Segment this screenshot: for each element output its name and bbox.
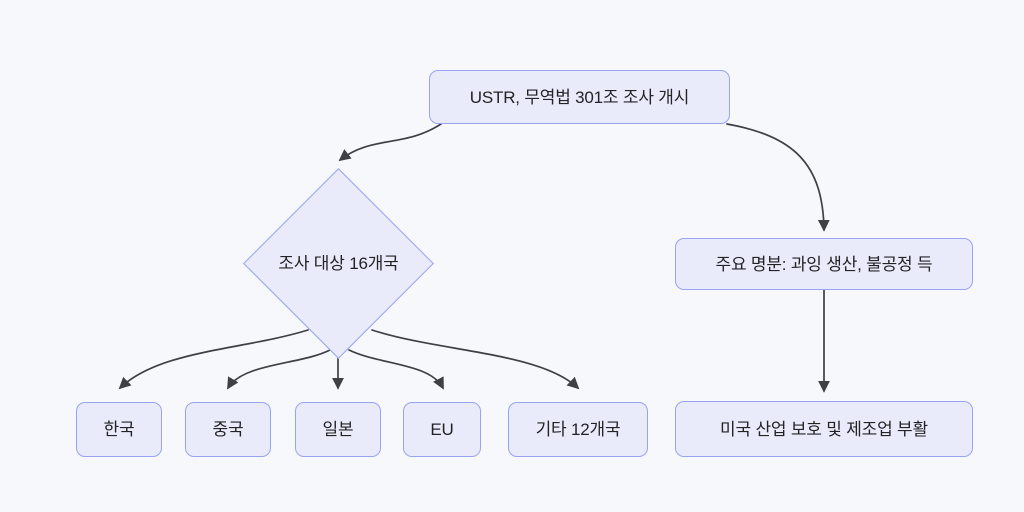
node-others-label: 기타 12개국 <box>535 420 621 439</box>
node-china-label: 중국 <box>212 420 244 439</box>
node-eu[interactable]: EU <box>403 402 481 457</box>
edge-targets-to-eu <box>348 349 444 390</box>
node-korea[interactable]: 한국 <box>76 402 162 457</box>
edge-targets-to-others <box>371 329 580 390</box>
node-rationale-label: 주요 명분: 과잉 생산, 불공정 득 <box>715 254 933 274</box>
node-targets[interactable]: 조사 대상 16개국 <box>243 168 434 359</box>
node-start-label: USTR, 무역법 301조 조사 개시 <box>469 87 690 107</box>
edge-start-to-rationale <box>726 123 830 232</box>
node-goal-label: 미국 산업 보호 및 제조업 부활 <box>720 419 928 439</box>
node-goal[interactable]: 미국 산업 보호 및 제조업 부활 <box>675 401 973 457</box>
edge-targets-to-china <box>227 349 331 390</box>
edge-start-to-targets <box>338 123 442 162</box>
node-japan-label: 일본 <box>322 420 354 439</box>
node-rationale[interactable]: 주요 명분: 과잉 생산, 불공정 득 <box>675 238 973 290</box>
edge-targets-to-korea <box>118 329 309 390</box>
node-eu-label: EU <box>430 420 454 439</box>
node-start[interactable]: USTR, 무역법 301조 조사 개시 <box>429 70 730 124</box>
node-china[interactable]: 중국 <box>185 402 271 457</box>
node-others[interactable]: 기타 12개국 <box>508 402 648 457</box>
node-korea-label: 한국 <box>103 420 135 439</box>
node-japan[interactable]: 일본 <box>295 402 381 457</box>
node-targets-label: 조사 대상 16개국 <box>278 255 399 272</box>
